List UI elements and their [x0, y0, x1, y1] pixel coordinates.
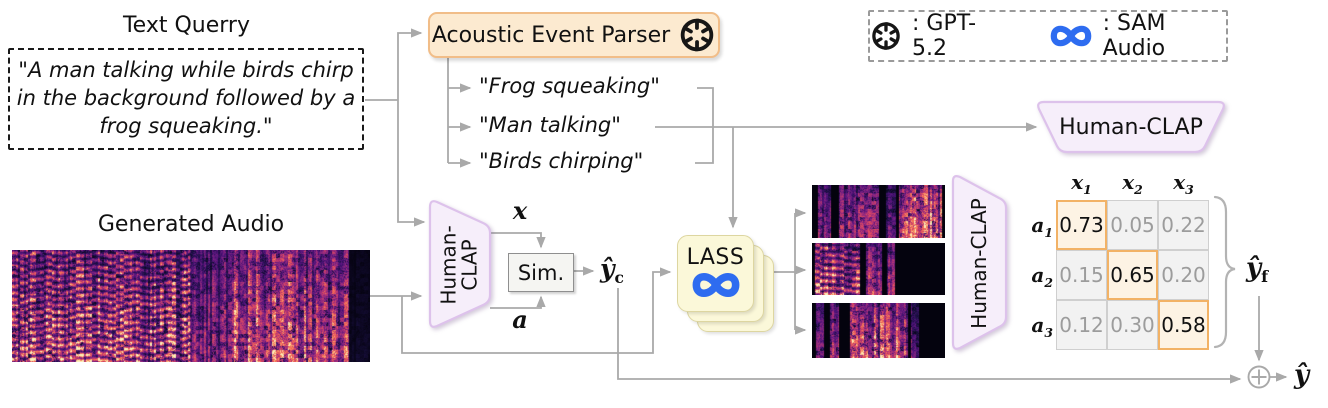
event-man-talking: "Man talking" [479, 113, 621, 137]
sim-box: Sim. [508, 253, 574, 292]
separated-spectrogram-2 [812, 243, 945, 295]
sim-label: Sim. [517, 260, 565, 285]
matrix-brace [1213, 195, 1236, 349]
lass-label: LASS [686, 244, 745, 270]
text-query-title: Text Querry [122, 13, 250, 38]
meta-infinity-icon [692, 272, 739, 297]
generated-audio-title: Generated Audio [97, 212, 285, 237]
var-y-final-label: ŷ [1294, 360, 1310, 390]
matrix-cell-a1x3: 0.22 [1158, 200, 1209, 250]
generated-audio-spectrogram [12, 250, 370, 362]
lass-box: LASS [677, 235, 754, 312]
event-birds-chirping: "Birds chirping" [479, 149, 644, 173]
acoustic-event-parser-label: Acoustic Event Parser [431, 22, 671, 48]
gpt-icon [680, 18, 714, 52]
matrix-cell-a3x1: 0.12 [1056, 300, 1107, 350]
legend-gpt-label: : GPT-5.2 [912, 11, 977, 61]
matrix-row-header-a3: a3 [1031, 313, 1053, 340]
human-clap-right-label: Human-CLAP [966, 197, 991, 329]
text-query-box: "A man talking while birds chirp in the … [8, 48, 364, 150]
var-x-label: x [512, 196, 528, 225]
separated-spectrogram-1 [812, 185, 945, 238]
human-clap-top-label: Human-CLAP [1059, 114, 1203, 140]
human-clap-mid-shape [428, 200, 492, 328]
human-clap-right-shape [951, 175, 1008, 350]
acoustic-event-parser-box: Acoustic Event Parser [428, 12, 720, 58]
matrix-cell-a2x2: 0.65 [1107, 250, 1158, 300]
legend-sam-label: : SAM Audio [1102, 11, 1166, 61]
matrix-row-header-a1: a1 [1031, 213, 1053, 240]
var-yc-label: ŷc [600, 254, 624, 287]
matrix-cell-a1x1: 0.73 [1056, 200, 1107, 250]
matrix-col-header-x3: x3 [1173, 170, 1194, 197]
sum-plus-circle-icon [1247, 365, 1271, 389]
separated-spectrogram-3 [812, 303, 945, 358]
var-yf-label: ŷf [1246, 253, 1269, 287]
matrix-cell-a3x3: 0.58 [1158, 300, 1209, 350]
matrix-cell-a2x3: 0.20 [1158, 250, 1209, 300]
event-frog-squeaking: "Frog squeaking" [479, 74, 660, 98]
human-clap-top-shape [1037, 100, 1225, 154]
legend-box: : GPT-5.2 : SAM Audio [868, 10, 1228, 62]
matrix-col-header-x2: x2 [1122, 170, 1143, 197]
matrix-row-header-a2: a2 [1031, 263, 1053, 290]
gpt-icon [872, 22, 900, 50]
var-a-label: a [512, 305, 528, 334]
matrix-cell-a3x2: 0.30 [1107, 300, 1158, 350]
matrix-cell-a2x1: 0.15 [1056, 250, 1107, 300]
text-query-text: "A man talking while birds chirp in the … [16, 58, 356, 138]
matrix-col-header-x1: x1 [1071, 170, 1092, 197]
meta-infinity-icon [1050, 25, 1091, 47]
matrix-cell-a1x2: 0.05 [1107, 200, 1158, 250]
human-clap-mid-label: Human- CLAP [437, 225, 483, 305]
